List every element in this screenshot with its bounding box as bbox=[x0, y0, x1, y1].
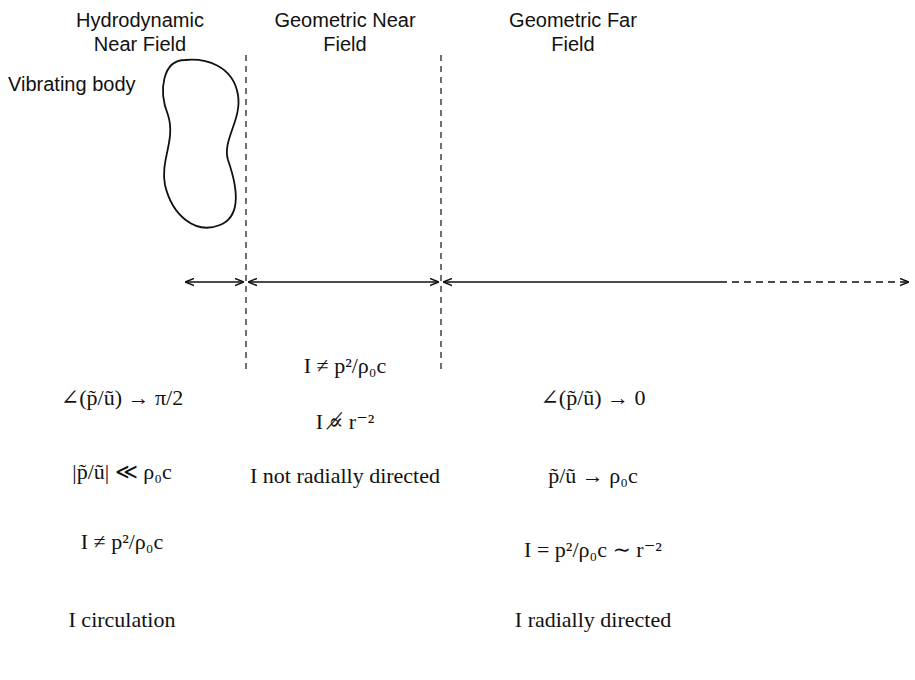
range-arrow bbox=[249, 281, 438, 282]
condition-text: I circulation bbox=[69, 606, 176, 634]
condition-text: ∠(p̃/ũ) → 0 bbox=[540, 384, 645, 412]
range-arrow bbox=[186, 281, 243, 282]
condition-text: I ∝̸ r⁻² bbox=[316, 408, 375, 436]
condition-text: |p̃/ũ| ≪ ρ₀c bbox=[72, 458, 171, 486]
column-heading: Hydrodynamic Near Field bbox=[65, 8, 215, 56]
condition-text: I not radially directed bbox=[250, 462, 440, 490]
body-label: Vibrating body bbox=[8, 72, 148, 96]
condition-text: I ≠ p²/ρ₀c bbox=[304, 352, 387, 380]
vibrating-body bbox=[163, 60, 238, 228]
condition-text: I ≠ p²/ρ₀c bbox=[81, 528, 164, 556]
column-heading: Geometric Far Field bbox=[498, 8, 648, 56]
condition-text: ∠(p̃/ũ) → π/2 bbox=[61, 384, 183, 412]
column-heading: Geometric Near Field bbox=[270, 8, 420, 56]
condition-text: p̃/ũ → ρ₀c bbox=[548, 462, 638, 490]
region-boundary bbox=[440, 55, 441, 372]
condition-text: I = p²/ρ₀c ∼ r⁻² bbox=[524, 536, 662, 564]
region-boundary bbox=[245, 55, 246, 372]
range-arrow bbox=[720, 281, 908, 282]
range-arrow bbox=[444, 281, 720, 282]
condition-text: I radially directed bbox=[515, 606, 671, 634]
